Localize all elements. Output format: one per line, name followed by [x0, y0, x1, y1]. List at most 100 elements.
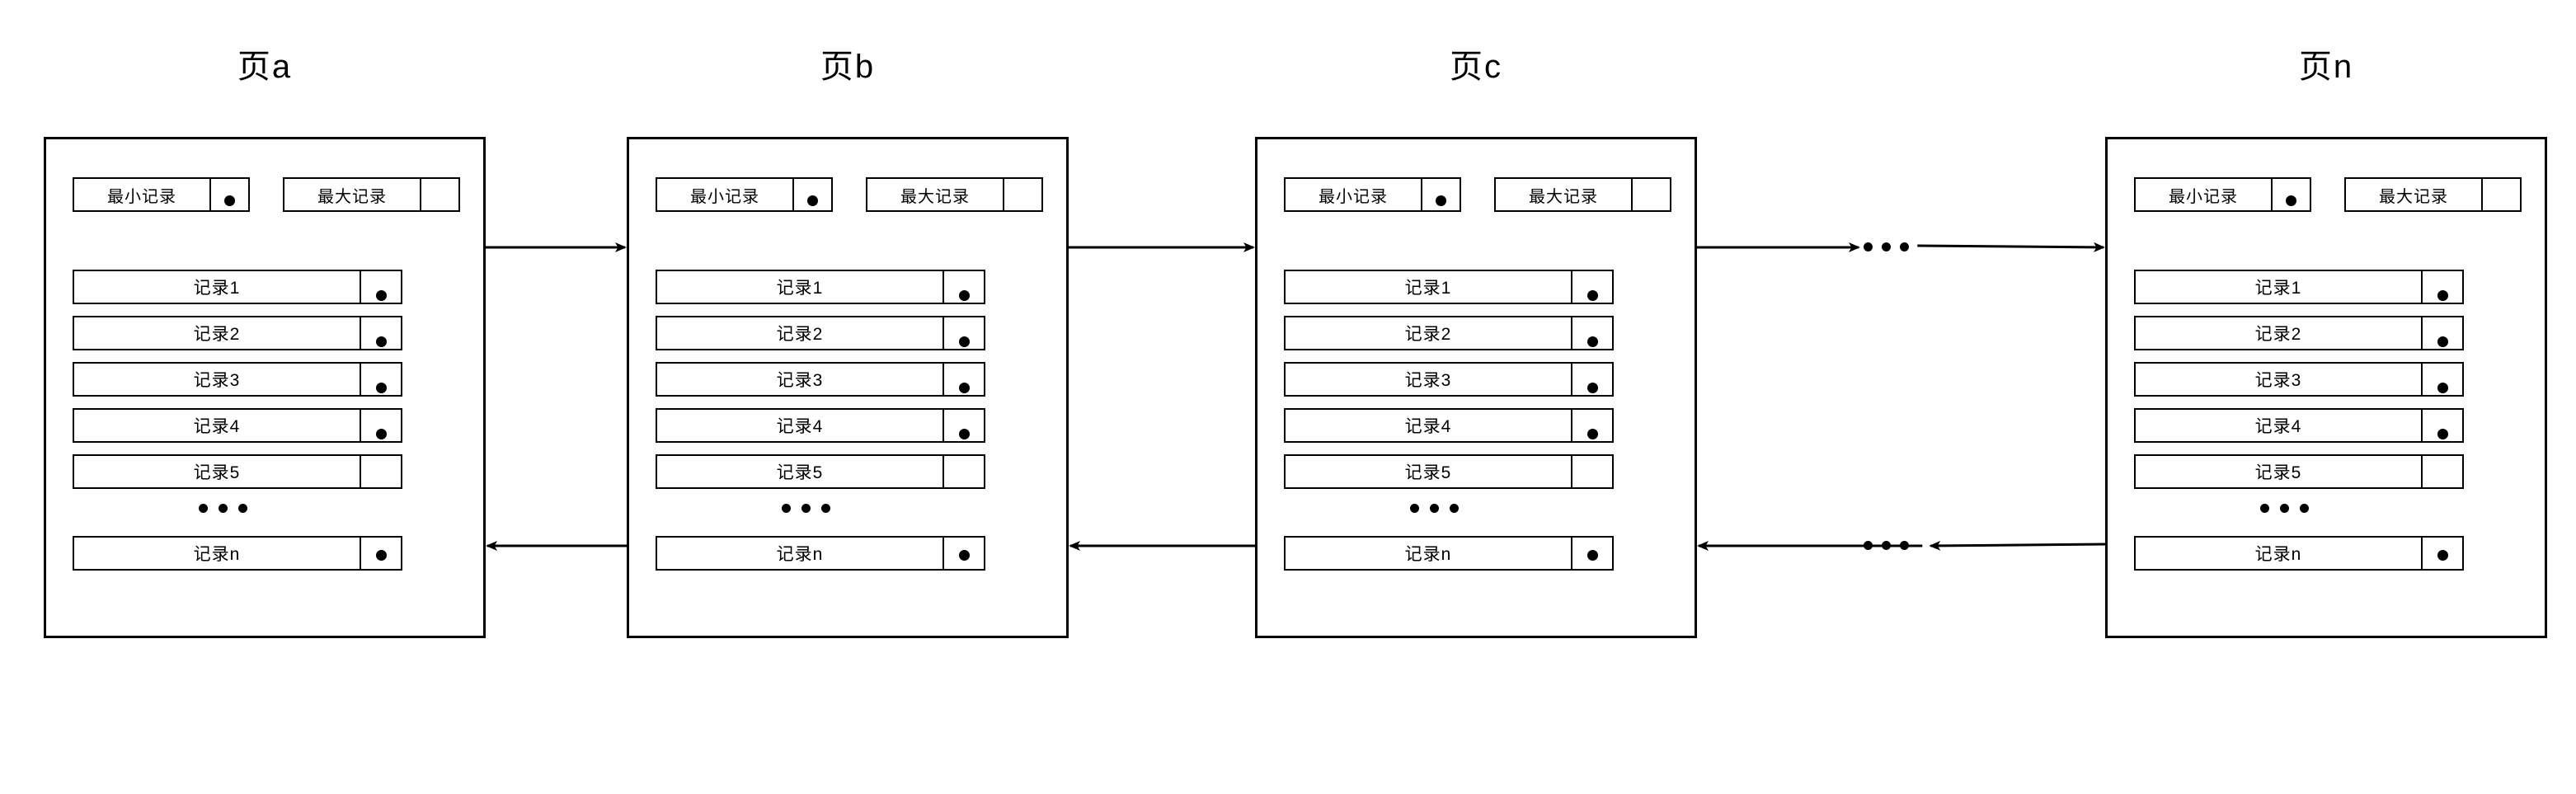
min-record-label: 最小记录: [107, 187, 176, 206]
record-pointer-slot: [360, 410, 401, 441]
record-pointer-slot: [360, 317, 401, 349]
record-pointer-slot: [2421, 364, 2462, 395]
record-pointer-slot: [2421, 410, 2462, 441]
record-pointer-slot: [360, 456, 401, 487]
ellipsis-dot: [1882, 242, 1891, 251]
min-record-pointer-slot: [1421, 179, 1460, 210]
page-title-page-c: 页c: [1450, 49, 1502, 85]
pointer-dot: [1436, 195, 1446, 206]
min-record-cell-page-n: 最小记录: [2134, 177, 2311, 212]
ellipsis-dot: [1410, 504, 1419, 513]
record-label: 记录3: [1404, 371, 1452, 390]
record-label: 记录3: [776, 371, 824, 390]
pointer-dot: [1586, 289, 1598, 301]
max-record-pointer-slot: [1631, 179, 1670, 210]
record-pointer-slot: [1571, 538, 1612, 569]
record-label: 记录1: [776, 279, 824, 298]
pointer-dot: [2286, 195, 2296, 206]
record-row: 记录2: [2134, 316, 2464, 350]
record-row: 记录3: [1284, 362, 1614, 397]
ellipsis-dot: [238, 504, 247, 513]
ellipsis-dot: [782, 504, 791, 513]
record-label: 记录2: [2254, 325, 2302, 344]
max-record-pointer-slot: [1003, 179, 1041, 210]
record-row: 记录5: [73, 454, 402, 489]
max-record-cell-page-n: 最大记录: [2344, 177, 2522, 212]
record-pointer-slot: [1571, 456, 1612, 487]
page-title-page-a: 页a: [237, 49, 293, 85]
ellipsis-dot: [1450, 504, 1459, 513]
page-title-page-b: 页b: [820, 49, 876, 85]
record-label: 记录1: [1404, 279, 1452, 298]
pointer-dot: [958, 289, 970, 301]
record-row: 记录2: [656, 316, 985, 350]
record-row: 记录5: [1284, 454, 1614, 489]
record-row: 记录1: [1284, 270, 1614, 304]
pointer-dot: [2437, 336, 2448, 347]
max-record-pointer-slot: [420, 179, 458, 210]
page-gap-ellipsis: [1864, 541, 1909, 550]
record-pointer-slot: [1571, 364, 1612, 395]
ellipsis-dot: [1430, 504, 1439, 513]
record-row: 记录4: [656, 408, 985, 443]
record-pointer-slot: [942, 456, 984, 487]
page-prev-arrow: [1929, 540, 2106, 551]
pointer-dot: [958, 428, 970, 439]
ellipsis-dot: [1900, 242, 1909, 251]
ellipsis-dot: [2260, 504, 2269, 513]
pointer-dot: [958, 382, 970, 393]
record-row: 记录2: [1284, 316, 1614, 350]
record-label: 记录5: [2254, 463, 2302, 482]
max-record-pointer-slot: [2481, 179, 2520, 210]
max-record-cell-page-c: 最大记录: [1494, 177, 1671, 212]
record-row: 记录n: [2134, 536, 2464, 571]
page-title-page-n: 页n: [2298, 49, 2354, 85]
record-label: 记录5: [1404, 463, 1452, 482]
min-record-label: 最小记录: [1319, 187, 1388, 206]
ellipsis-dot: [801, 504, 811, 513]
record-label: 记录2: [1404, 325, 1452, 344]
pointer-dot: [958, 549, 970, 561]
ellipsis-dot: [1864, 541, 1873, 550]
record-row: 记录n: [1284, 536, 1614, 571]
page-next-arrow: [1917, 242, 2105, 252]
min-record-label: 最小记录: [2169, 187, 2238, 206]
record-label: 记录3: [193, 371, 241, 390]
record-label: 记录1: [2254, 279, 2302, 298]
record-pointer-slot: [2421, 271, 2462, 303]
record-pointer-slot: [360, 271, 401, 303]
record-label: 记录4: [1404, 417, 1452, 436]
min-record-pointer-slot: [792, 179, 831, 210]
record-row: 记录5: [2134, 454, 2464, 489]
record-label: 记录2: [776, 325, 824, 344]
record-ellipsis: [782, 504, 830, 513]
pointer-dot: [2437, 289, 2448, 301]
page-gap-ellipsis: [1864, 242, 1909, 251]
record-label: 记录n: [1404, 545, 1452, 564]
record-label: 记录n: [193, 545, 241, 564]
record-label: 记录4: [193, 417, 241, 436]
ellipsis-dot: [821, 504, 830, 513]
record-pointer-slot: [1571, 271, 1612, 303]
pointer-dot: [375, 336, 387, 347]
max-record-label: 最大记录: [1529, 187, 1598, 206]
min-record-label: 最小记录: [690, 187, 759, 206]
min-record-cell-page-b: 最小记录: [656, 177, 833, 212]
record-row: 记录5: [656, 454, 985, 489]
record-pointer-slot: [1571, 317, 1612, 349]
max-record-cell-page-b: 最大记录: [866, 177, 1043, 212]
record-label: 记录5: [193, 463, 241, 482]
ellipsis-dot: [1882, 541, 1891, 550]
record-pointer-slot: [942, 317, 984, 349]
record-row: 记录4: [2134, 408, 2464, 443]
max-record-label: 最大记录: [317, 187, 387, 206]
record-row: 记录n: [73, 536, 402, 571]
record-pointer-slot: [2421, 538, 2462, 569]
ellipsis-dot: [2300, 504, 2309, 513]
record-pointer-slot: [360, 538, 401, 569]
record-row: 记录1: [656, 270, 985, 304]
record-pointer-slot: [1571, 410, 1612, 441]
pointer-dot: [2437, 549, 2448, 561]
ellipsis-dot: [1900, 541, 1909, 550]
record-ellipsis: [1410, 504, 1459, 513]
